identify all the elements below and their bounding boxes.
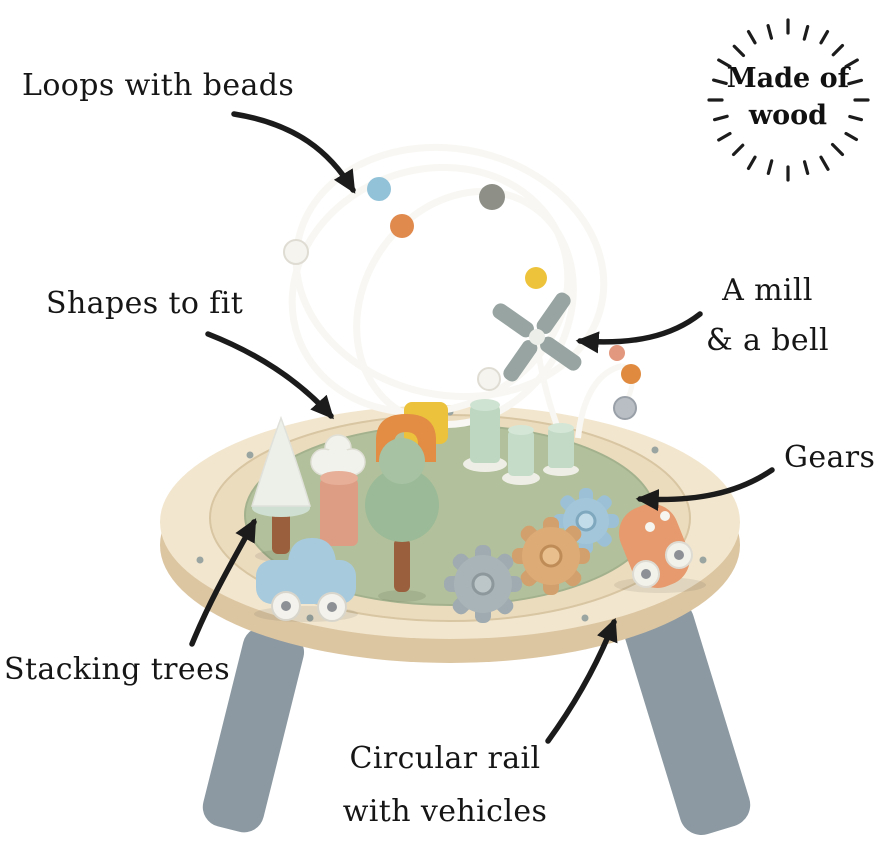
label-loops-with-beads: Loops with beads	[22, 68, 295, 103]
label-rail-line2: with vehicles	[342, 794, 548, 829]
blue-car-toy	[254, 538, 358, 622]
table-leg-right	[623, 600, 751, 836]
label-shapes-to-fit: Shapes to fit	[46, 286, 244, 321]
gear-wood	[512, 517, 590, 595]
bell-toy	[613, 396, 637, 420]
maze-post-2	[502, 425, 540, 485]
orange-car-toy	[614, 503, 706, 593]
bell-wire	[575, 363, 623, 439]
bead-maze-beads	[283, 177, 641, 420]
label-stacking-trees: Stacking trees	[4, 652, 231, 687]
label-gears: Gears	[784, 440, 876, 475]
mill-arrow	[575, 311, 703, 354]
cylinder-shape	[320, 471, 358, 546]
badge-line2: wood	[748, 100, 828, 131]
bead-salmon	[609, 345, 625, 361]
loops-arrow	[231, 111, 356, 194]
gear-gray	[444, 545, 522, 623]
mill-toy	[492, 292, 582, 476]
bead-yellow	[525, 267, 547, 289]
sunburst-icon	[707, 18, 870, 182]
label-rail-line1: Circular rail	[349, 741, 541, 776]
stacking-tree-balls	[365, 438, 439, 602]
label-mill-line1: A mill	[722, 273, 813, 308]
bead-blue	[367, 177, 391, 201]
bead-orange	[390, 214, 414, 238]
label-mill-line2: & a bell	[705, 323, 829, 358]
bead-orange-2	[621, 364, 641, 384]
bead-white-2	[477, 367, 501, 391]
table-leg-left	[202, 626, 305, 833]
made-of-wood-badge: Made of wood	[708, 60, 868, 134]
label-circular-rail: Circular rail with vehicles	[325, 732, 565, 838]
bead-white	[283, 239, 309, 265]
shapes-arrow	[205, 331, 334, 420]
label-mill-and-bell: A mill & a bell	[690, 266, 845, 366]
maze-post-1	[463, 399, 507, 472]
badge-line1: Made of	[726, 63, 850, 94]
gears-arrow	[635, 467, 775, 511]
rail-arrow	[545, 617, 618, 744]
bead-gray	[479, 184, 505, 210]
trees-arrow	[189, 518, 257, 647]
